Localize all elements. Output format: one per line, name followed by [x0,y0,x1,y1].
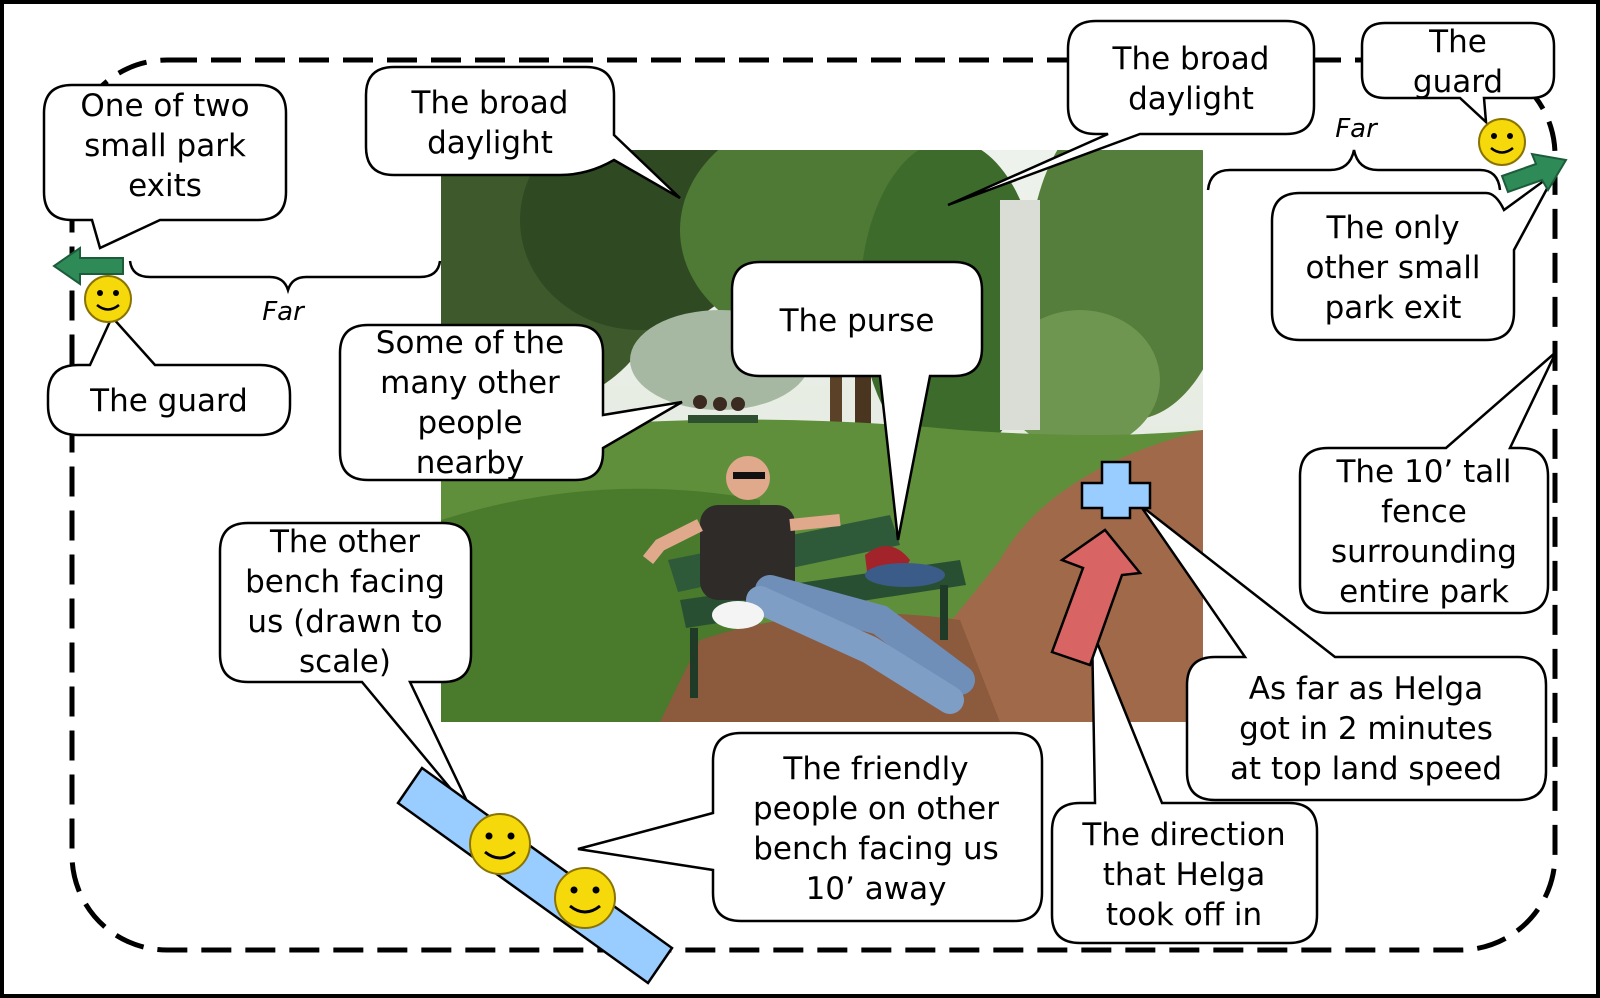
callout-fence [1298,351,1558,615]
callout-daylight-right [947,19,1316,207]
exit-left-line: One of two [80,88,249,124]
daylight-2-line: daylight [1128,81,1254,117]
helga-far-line: got in 2 minutes [1239,711,1493,747]
callout-people [338,323,683,482]
far-label-left: Far [262,297,306,327]
callout-guard-left [46,314,292,437]
daylight-2-line: The broad [1112,41,1270,77]
other-bench-line: us (drawn to [247,604,442,640]
callout-people-text: Some of the many other people nearby [376,325,564,481]
callout-fence-text: The 10’ tall fence surrounding entire park [1331,454,1517,610]
callout-direction-text: The direction that Helga took off in [1081,817,1285,933]
people-line: people [417,405,522,441]
bench-person-1-smiley-icon [469,813,531,875]
far-brace-left [128,260,442,295]
people-line: Some of the [376,325,564,361]
exit-left-line: exits [128,168,202,204]
guard-right-line: The [1428,24,1487,60]
callout-exit-right [1270,170,1558,342]
callout-friendly-people-text: The friendly people on other bench facing … [753,751,999,907]
callout-friendly-people [577,731,1044,923]
exit-arrow-left-icon [52,246,124,286]
other-bench-line: scale) [299,644,391,680]
bench-person-2-smiley-icon [554,867,616,929]
fence-line: fence [1381,494,1467,530]
callout-guard-left-text: The guard [89,383,248,419]
callout-exit-left [42,83,288,250]
direction-line: that Helga [1103,857,1265,893]
direction-line: took off in [1106,897,1262,933]
callout-daylight-left-text: The broad daylight [411,85,569,161]
exit-right-line: other small [1305,250,1480,286]
guard-right-line: guard [1413,64,1503,100]
fence-line: surrounding [1331,534,1517,570]
callout-direction [1050,629,1319,945]
helga-far-line: As far as Helga [1249,671,1483,707]
callout-exit-right-text: The only other small park exit [1305,210,1480,326]
fence-line: The 10’ tall [1335,454,1511,490]
callout-purse [730,260,984,541]
daylight-1-line: daylight [427,125,553,161]
guard-right-smiley-icon [1478,118,1526,166]
purse-line: The purse [779,303,935,339]
far-label-right: Far [1335,114,1379,144]
guard-left-smiley-icon [84,275,132,323]
callout-guard-right [1360,21,1556,126]
exit-arrow-right-icon [1500,152,1568,194]
direction-line: The direction [1081,817,1285,853]
friendly-line: people on other [753,791,999,827]
callout-guard-right-text: The guard [1413,24,1503,100]
direction-arrow-icon [1050,528,1143,667]
far-brace-right [1206,149,1502,191]
people-line: many other [380,365,560,401]
daylight-1-line: The broad [411,85,569,121]
other-bench-line: The other [269,524,420,560]
callout-daylight-right-text: The broad daylight [1112,41,1270,117]
friendly-line: The friendly [782,751,968,787]
helga-far-line: at top land speed [1230,751,1502,787]
exit-right-line: park exit [1325,290,1462,326]
helga-position-marker-icon [1080,460,1152,520]
callout-other-bench [218,521,477,819]
exit-right-line: The only [1325,210,1459,246]
callout-purse-text: The purse [779,303,935,339]
friendly-line: 10’ away [806,871,947,907]
callout-daylight-left [364,65,681,200]
fence-line: entire park [1339,574,1509,610]
guard-left-line: The guard [89,383,248,419]
people-line: nearby [416,445,525,481]
callout-helga-distance [1138,504,1548,802]
other-bench-line: bench facing [245,564,445,600]
exit-left-line: small park [84,128,246,164]
other-bench-shape [396,766,674,985]
callout-exit-left-text: One of two small park exits [80,88,249,204]
friendly-line: bench facing us [753,831,999,867]
callout-helga-distance-text: As far as Helga got in 2 minutes at top la… [1230,671,1502,787]
callout-other-bench-text: The other bench facing us (drawn to scale) [245,524,445,680]
